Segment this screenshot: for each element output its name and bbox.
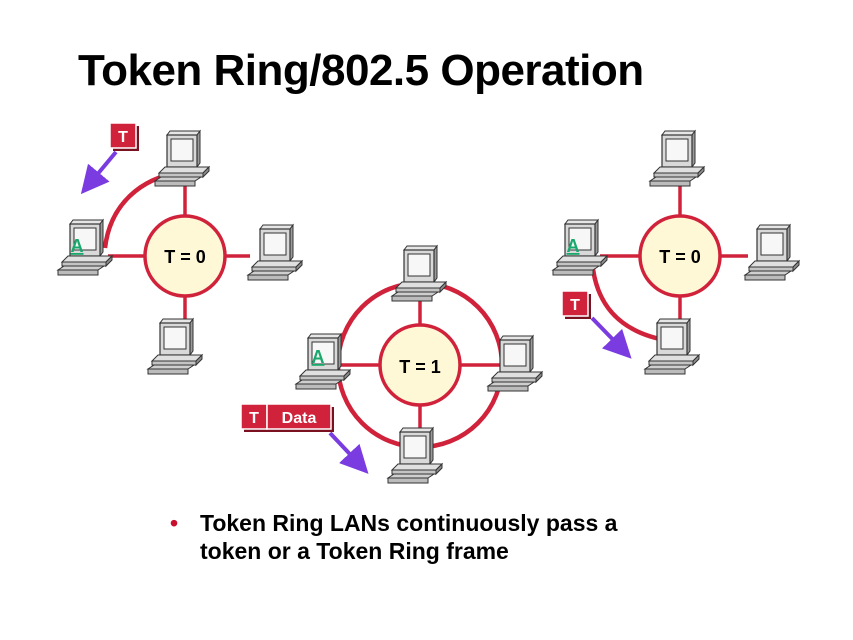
bullet-text: Token Ring LANs continuously pass a toke… — [200, 509, 720, 565]
hub-label-right: T = 0 — [659, 247, 701, 267]
ring-left: T = 0 A T — [57, 122, 303, 375]
hub-middle — [378, 323, 462, 407]
workstation-icon[interactable] — [644, 318, 700, 375]
workstation-icon[interactable] — [147, 318, 203, 375]
data-label-middle: Data — [282, 410, 317, 427]
hub-label-middle: T = 1 — [399, 357, 441, 377]
motion-arrow-icon — [80, 150, 118, 195]
station-a-label-middle: A — [312, 347, 325, 367]
hub-label-left: T = 0 — [164, 247, 206, 267]
hub-left — [143, 214, 227, 298]
workstation-icon[interactable] — [391, 245, 447, 302]
bullet-marker: • — [170, 510, 179, 536]
bullet-line-2: token or a Token Ring frame — [200, 538, 509, 564]
workstation-icon[interactable] — [744, 224, 800, 281]
ring-middle: T = 1 A T Data — [240, 245, 543, 484]
workstation-icon[interactable] — [247, 224, 303, 281]
workstation-icon[interactable] — [552, 219, 608, 276]
bullet-line-1: Token Ring LANs continuously pass a — [200, 510, 618, 536]
token-label-left: T — [118, 129, 128, 146]
token-label-middle: T — [249, 410, 259, 427]
token-frame-left: T — [109, 122, 139, 151]
workstation-icon[interactable] — [387, 427, 443, 484]
hub-right — [638, 214, 722, 298]
workstation-icon[interactable] — [154, 130, 210, 187]
motion-arrow-icon — [328, 431, 369, 474]
data-frame-middle: T Data — [240, 403, 334, 432]
motion-arrow-icon — [590, 316, 632, 359]
station-a-label-left: A — [71, 236, 84, 256]
token-frame-right: T — [561, 290, 591, 319]
workstation-icon[interactable] — [649, 130, 705, 187]
ring-right: T = 0 A T — [552, 130, 800, 375]
slide-title: Token Ring/802.5 Operation — [78, 46, 644, 95]
token-label-right: T — [570, 297, 580, 314]
station-a-label-right: A — [567, 236, 580, 256]
